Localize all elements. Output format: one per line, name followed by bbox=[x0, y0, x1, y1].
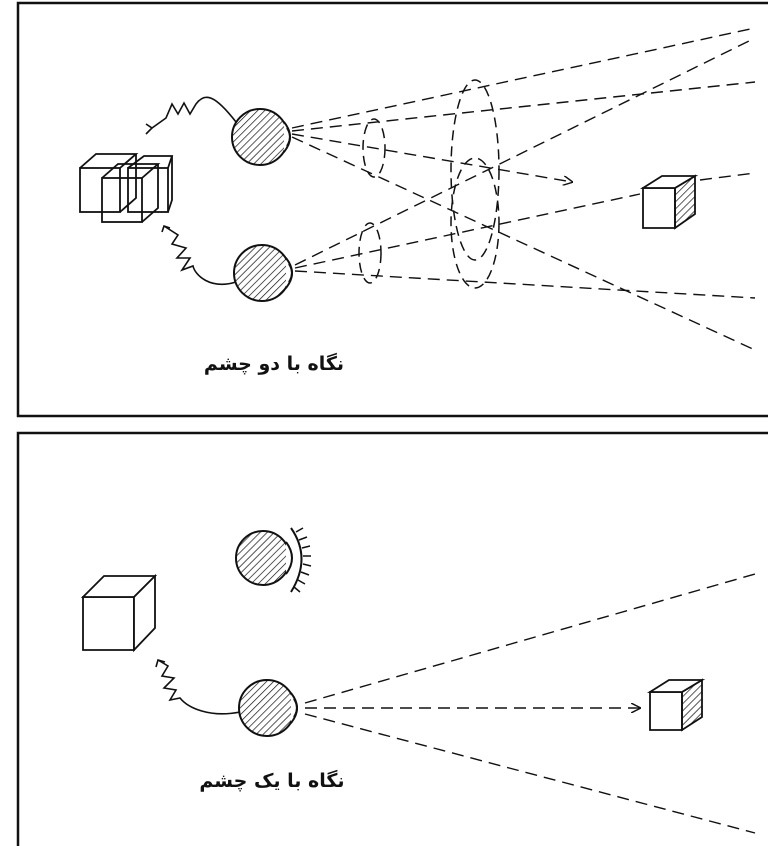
merged-cube-image bbox=[79, 153, 174, 223]
lower-eye bbox=[233, 244, 293, 302]
upper-eye bbox=[231, 108, 291, 166]
sight-lines-single-eye bbox=[304, 573, 756, 834]
panel-binocular: نگاه با دو چشم bbox=[16, 1, 768, 418]
sight-lines-lower-eye bbox=[294, 37, 756, 299]
panel-frame bbox=[16, 431, 768, 846]
caption-monocular: نگاه با یک چشم bbox=[199, 769, 344, 792]
signal-path-lower bbox=[161, 224, 237, 285]
panel-frame bbox=[16, 1, 768, 418]
perceived-cube bbox=[80, 573, 158, 653]
sight-line-extension bbox=[699, 172, 756, 181]
panel-monocular: نگاه با یک چشم bbox=[16, 431, 768, 846]
vision-cone-rings bbox=[358, 79, 500, 289]
single-eye bbox=[238, 679, 298, 737]
target-cube-top bbox=[639, 174, 699, 230]
closed-eye bbox=[235, 527, 312, 593]
signal-path-upper bbox=[145, 96, 237, 135]
target-cube-bottom bbox=[646, 678, 706, 732]
signal-path-single bbox=[155, 659, 241, 715]
eyelash-marks bbox=[293, 527, 312, 593]
sight-lines-upper-eye bbox=[291, 27, 756, 351]
caption-binocular: نگاه با دو چشم bbox=[204, 352, 344, 375]
